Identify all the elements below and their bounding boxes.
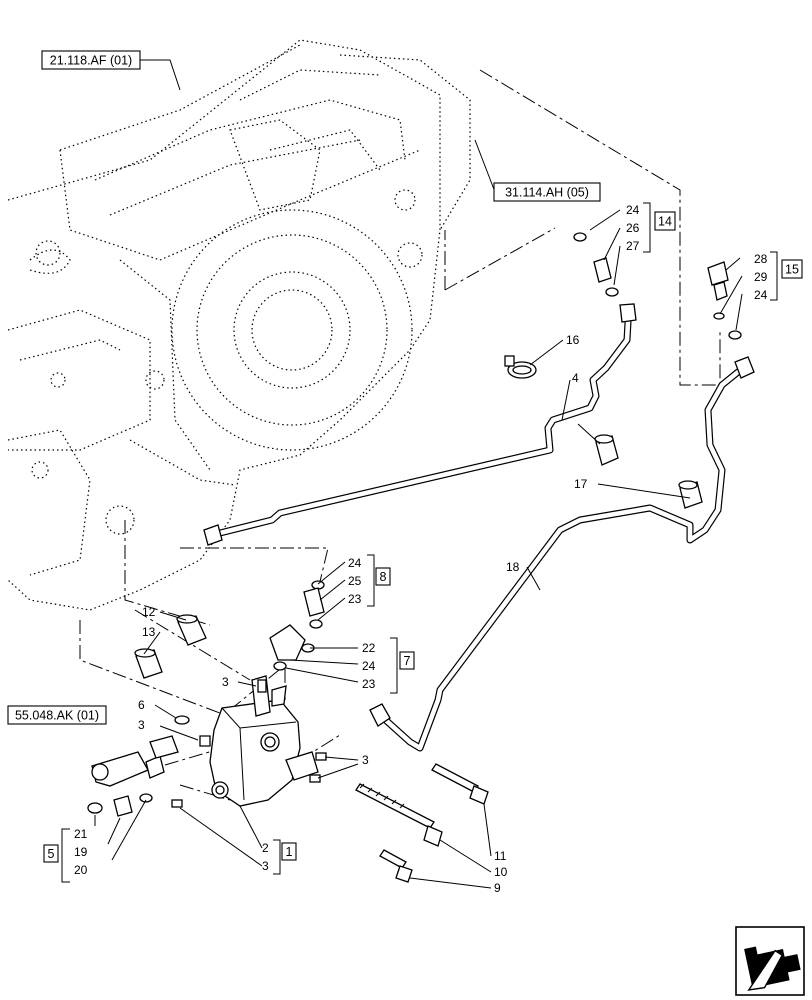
callout-13: 13 bbox=[142, 625, 156, 639]
fittings-5 bbox=[87, 793, 153, 817]
assembly-leaders bbox=[79, 69, 721, 801]
reference-31114[interactable]: 31.114.AH (05) bbox=[493, 182, 601, 202]
bolt-10 bbox=[355, 783, 443, 847]
tube-18 bbox=[369, 356, 755, 752]
clamp-16 bbox=[504, 355, 537, 379]
callout-20: 20 bbox=[74, 863, 88, 877]
group-brackets bbox=[61, 202, 778, 883]
callout-3: 3 bbox=[262, 859, 269, 873]
svg-text:5: 5 bbox=[48, 847, 55, 861]
callout-numbers: 24 26 27 28 29 24 16 4 17 18 24 25 23 22… bbox=[74, 203, 768, 895]
bolt-11 bbox=[431, 763, 489, 805]
callout-12: 12 bbox=[142, 605, 156, 619]
group-box-1: 1 bbox=[281, 842, 297, 861]
reference-21118[interactable]: 21.118.AF (01) bbox=[41, 50, 141, 70]
callout-24: 24 bbox=[754, 288, 768, 302]
callout-22: 22 bbox=[362, 641, 376, 655]
arrow-back-icon[interactable] bbox=[735, 926, 805, 996]
fittings-15 bbox=[707, 261, 742, 340]
callout-11: 11 bbox=[494, 849, 507, 863]
group-box-7: 7 bbox=[399, 651, 415, 670]
reference-55048-label: 55.048.AK (01) bbox=[15, 709, 99, 723]
transmission-housing bbox=[7, 39, 471, 611]
callout-24: 24 bbox=[348, 556, 362, 570]
callout-29: 29 bbox=[754, 270, 768, 284]
callout-10: 10 bbox=[494, 865, 508, 879]
callout-6: 6 bbox=[138, 698, 145, 712]
callout-9: 9 bbox=[494, 881, 501, 895]
callout-23: 23 bbox=[348, 592, 362, 606]
sleeves-12-13 bbox=[134, 614, 207, 679]
group-box-14: 14 bbox=[654, 211, 676, 231]
svg-text:7: 7 bbox=[404, 654, 411, 668]
callout-2: 2 bbox=[262, 841, 269, 855]
reference-21118-label: 21.118.AF (01) bbox=[50, 54, 132, 68]
callout-24: 24 bbox=[626, 203, 640, 217]
group-box-15: 15 bbox=[781, 259, 803, 279]
callout-19: 19 bbox=[74, 845, 88, 859]
callout-27: 27 bbox=[626, 239, 640, 253]
callout-24: 24 bbox=[362, 659, 376, 673]
small-parts-3 bbox=[171, 752, 327, 808]
callout-4: 4 bbox=[572, 371, 579, 385]
callout-17: 17 bbox=[574, 477, 588, 491]
callout-16: 16 bbox=[566, 333, 580, 347]
callout-3: 3 bbox=[362, 753, 369, 767]
callout-23: 23 bbox=[362, 677, 376, 691]
fittings-14 bbox=[573, 232, 619, 297]
svg-text:15: 15 bbox=[785, 263, 799, 277]
valve-body-2 bbox=[209, 675, 319, 807]
svg-text:14: 14 bbox=[658, 215, 672, 229]
fittings-8 bbox=[303, 580, 325, 629]
callout-3: 3 bbox=[138, 718, 145, 732]
callout-26: 26 bbox=[626, 221, 640, 235]
callout-leaders bbox=[94, 59, 743, 889]
group-box-5: 5 bbox=[43, 844, 59, 863]
tube-4 bbox=[203, 303, 637, 546]
reference-31114-label: 31.114.AH (05) bbox=[505, 186, 589, 200]
fitting-55048 bbox=[91, 715, 211, 787]
callout-21: 21 bbox=[74, 827, 88, 841]
callout-28: 28 bbox=[754, 252, 768, 266]
callout-3: 3 bbox=[222, 675, 229, 689]
elbow-7 bbox=[269, 624, 315, 671]
callout-18: 18 bbox=[506, 560, 520, 574]
callout-25: 25 bbox=[348, 574, 362, 588]
svg-text:8: 8 bbox=[380, 570, 387, 584]
group-box-8: 8 bbox=[375, 567, 391, 586]
spacer-17 bbox=[594, 434, 703, 509]
reference-55048[interactable]: 55.048.AK (01) bbox=[7, 705, 107, 725]
bolt-9 bbox=[379, 849, 413, 883]
svg-text:1: 1 bbox=[286, 845, 293, 859]
